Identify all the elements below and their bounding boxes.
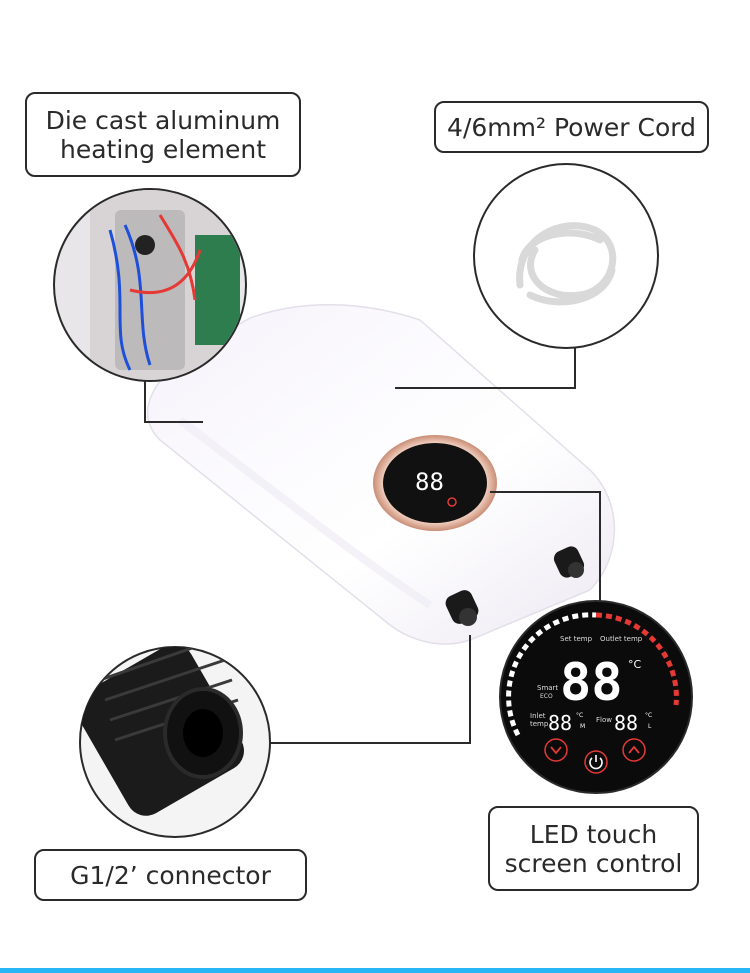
eco-label: ECO	[540, 693, 553, 700]
flow-sub-unit: L	[648, 723, 652, 730]
callout-led-line2: screen control	[504, 848, 683, 878]
svg-text:88: 88	[415, 468, 444, 496]
leader-cord	[395, 347, 576, 389]
callout-heating-line2: heating element	[59, 134, 267, 164]
power-button-icon	[584, 750, 608, 774]
callout-led-control: LED touch screen control	[488, 806, 699, 891]
set-temp-label: Set temp	[560, 635, 593, 643]
callout-connector-text: G1/2’ connector	[70, 860, 271, 890]
inlet-unit: °C	[576, 712, 583, 719]
body-display: 88	[373, 435, 497, 531]
inlet-digits: 88	[548, 711, 572, 735]
leader-heating	[144, 380, 203, 423]
main-unit: °C	[628, 658, 642, 671]
outlet-temp-label: Outlet temp	[600, 635, 643, 643]
heating-element-closeup	[53, 188, 247, 382]
led-display-closeup: Set temp Outlet temp 88 °C Smart ECO Inl…	[499, 600, 693, 794]
pipe-connector-right	[553, 546, 585, 578]
flow-unit: °C	[645, 712, 652, 719]
callout-power-cord: 4/6mm² Power Cord	[434, 101, 709, 153]
inlet-label: Inlet	[530, 712, 546, 720]
leader-led	[490, 491, 601, 605]
callout-heating-line1: Die cast aluminum	[45, 105, 281, 135]
leader-connector	[265, 635, 471, 744]
smart-label: Smart	[537, 684, 558, 692]
power-cord-closeup	[473, 163, 659, 349]
connector-closeup	[79, 646, 271, 838]
main-digits: 88	[560, 653, 623, 713]
up-button-icon	[622, 738, 646, 762]
down-button-icon	[544, 738, 568, 762]
inlet-sub-unit: M	[580, 723, 585, 730]
flow-digits: 88	[614, 711, 638, 735]
callout-power-cord-text: 4/6mm² Power Cord	[447, 112, 696, 142]
leader-lines	[144, 347, 601, 744]
callout-heating-element: Die cast aluminum heating element	[25, 92, 301, 177]
callout-led-line1: LED touch	[529, 819, 658, 849]
bottom-accent-bar	[0, 968, 750, 973]
inlet-sub-label: temp	[530, 720, 549, 728]
flow-label: Flow	[596, 716, 612, 724]
pipe-connector-left	[445, 590, 479, 626]
callout-connector: G1/2’ connector	[34, 849, 307, 901]
